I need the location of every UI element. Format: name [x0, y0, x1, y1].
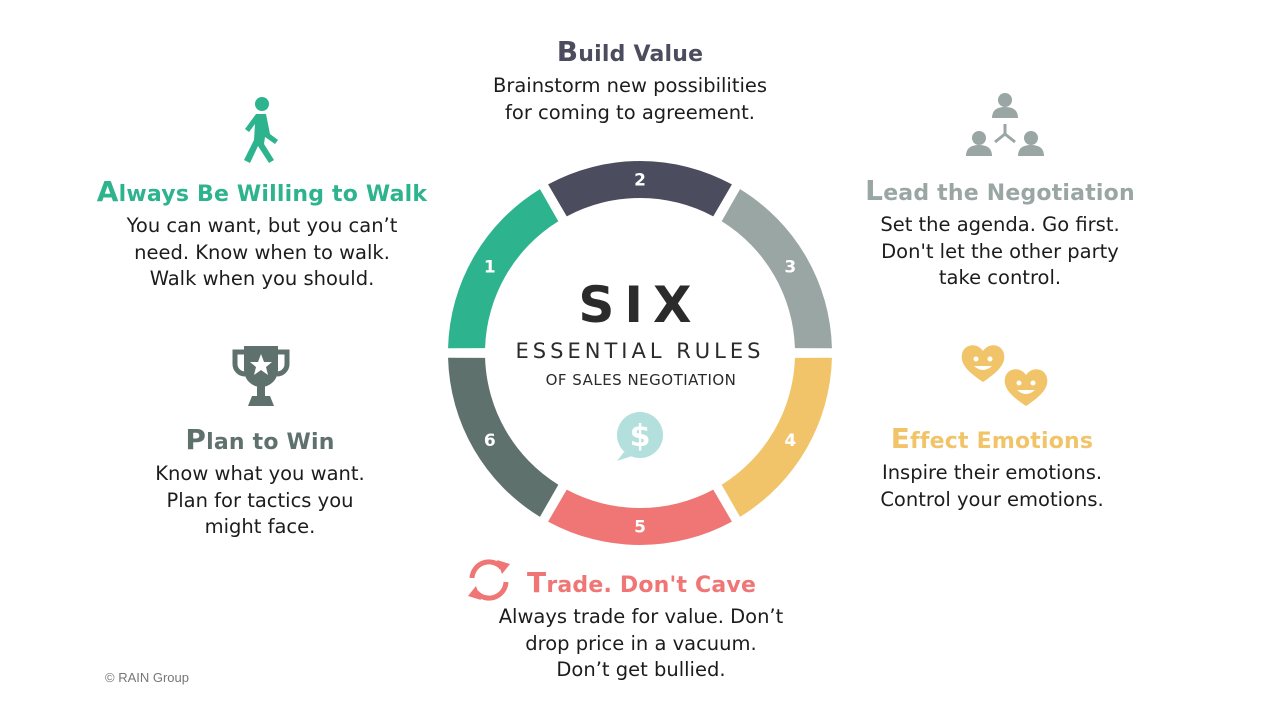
dollar-chat-icon: $	[617, 412, 663, 461]
rule-text-line: Set the agenda. Go first.	[880, 213, 1120, 236]
heading-cap: L	[865, 174, 884, 207]
center-tagline: OF SALES NEGOTIATION	[546, 371, 737, 389]
heading-cap: P	[185, 423, 207, 456]
rule-heading: Lead the Negotiation	[865, 177, 1135, 208]
rule-text-line: Don’t get bullied.	[556, 658, 726, 681]
heading-rest: lways Be Willing to Walk	[118, 182, 428, 207]
rule-text-line: need. Know when to walk.	[134, 240, 390, 264]
rule-text-line: drop price in a vacuum.	[525, 631, 757, 655]
ring-segment-5	[548, 489, 732, 545]
segment-number-5: 5	[634, 518, 646, 538]
segment-number-2: 2	[634, 171, 646, 191]
heading-cap: A	[96, 175, 119, 208]
heading-rest: ead the Negotiation	[883, 181, 1135, 206]
walking-person-icon	[244, 97, 278, 163]
segment-number-6: 6	[484, 431, 496, 451]
rule-heading: Plan to Win	[155, 426, 364, 457]
segment-number-4: 4	[784, 431, 796, 451]
ring-segment-6	[448, 357, 559, 517]
ring-segment-3	[721, 189, 832, 349]
rule-lead-the-negotiation: Lead the Negotiation Set the agenda. Go …	[865, 177, 1135, 292]
rule-text-line: Control your emotions.	[880, 487, 1104, 511]
ring-segment-4	[721, 357, 832, 517]
rule-text-line: Walk when you should.	[149, 267, 375, 290]
rule-text-line: Plan for tactics you	[166, 488, 354, 512]
segment-number-3: 3	[784, 257, 796, 277]
rule-text-line: might face.	[204, 515, 316, 538]
center-title: SIX	[578, 276, 701, 334]
heading-cap: B	[556, 35, 579, 68]
trade-cycle-icon	[468, 559, 510, 601]
ring-segment-2	[548, 161, 732, 217]
center-subtitle: ESSENTIAL RULES	[516, 339, 765, 363]
rule-plan-to-win: Plan to Win Know what you want. Plan for …	[155, 426, 364, 541]
rule-heading: Effect Emotions	[880, 425, 1103, 456]
heading-rest: ffect Emotions	[910, 429, 1094, 454]
rule-build-value: Build Value Brainstorm new possibilities…	[493, 38, 767, 126]
segment-number-1: 1	[484, 257, 496, 277]
heading-rest: lan to Win	[206, 430, 335, 455]
rule-effect-emotions: Effect Emotions Inspire their emotions. C…	[880, 425, 1103, 513]
rule-text-line: take control.	[938, 266, 1062, 289]
heading-rest: rade. Don't Cave	[546, 573, 757, 598]
rule-text-line: Don't let the other party	[881, 239, 1119, 263]
rule-trade-dont-cave: Always trade for value. Don’t drop price …	[499, 604, 784, 684]
rule-always-be-willing-to-walk: Always Be Willing to Walk You can want, …	[97, 178, 427, 293]
group-people-icon	[966, 93, 1044, 156]
ring-segment-1	[448, 189, 559, 349]
rule-text-line: Always trade for value. Don’t	[498, 605, 784, 628]
rule-text-line: Know what you want.	[155, 462, 365, 485]
rule-text-line: Inspire their emotions.	[881, 461, 1103, 484]
copyright: © RAIN Group	[105, 670, 189, 685]
heading-rest: uild Value	[578, 42, 704, 67]
heading-cap: E	[890, 422, 911, 455]
trophy-star-icon	[232, 346, 290, 406]
rule-text-line: Brainstorm new possibilities	[492, 74, 768, 97]
rule-trade-heading-block: Trade. Don't Cave	[527, 569, 756, 600]
rule-heading: Build Value	[493, 38, 767, 69]
svg-text:$: $	[630, 419, 651, 454]
rule-heading: Always Be Willing to Walk	[97, 178, 427, 209]
rule-heading: Trade. Don't Cave	[527, 569, 756, 600]
rule-text-line: You can want, but you can’t	[126, 214, 398, 237]
rule-text-line: for coming to agreement.	[505, 100, 755, 124]
smiling-hearts-icon	[961, 345, 1048, 406]
heading-cap: T	[527, 566, 547, 599]
